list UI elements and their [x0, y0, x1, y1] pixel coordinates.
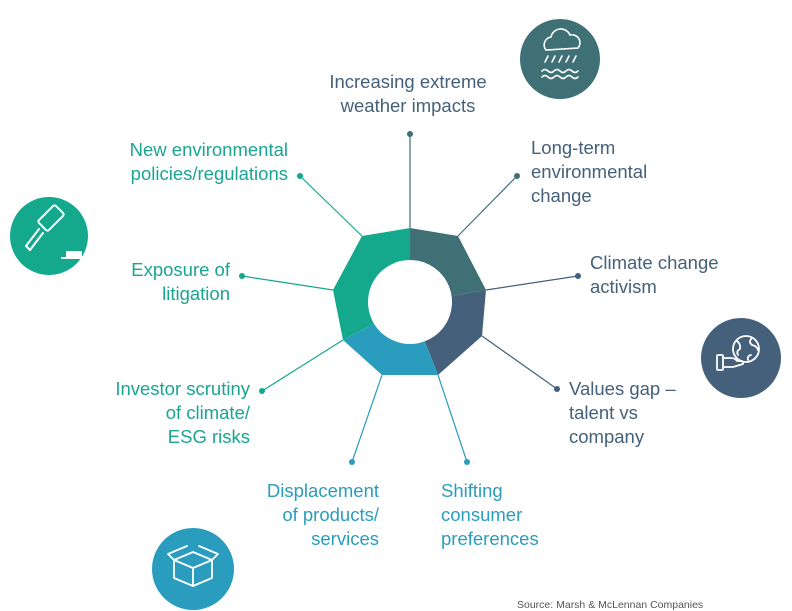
connector-activism	[485, 275, 579, 291]
dot-extreme-weather	[407, 131, 413, 137]
connector-litigation	[241, 275, 334, 291]
cloud-rain-waves-icon	[520, 19, 600, 99]
label-consumer: Shifting consumer preferences	[441, 480, 539, 549]
globe-in-hand-icon	[701, 318, 781, 398]
connector-displacement	[351, 374, 383, 463]
dot-investor	[259, 388, 265, 394]
source-note: Source: Marsh & McLennan Companies	[517, 599, 704, 611]
label-activism: Climate change activism	[590, 252, 719, 297]
dot-consumer	[464, 459, 470, 465]
label-displacement: Displacement of products/ services	[266, 480, 379, 549]
dot-policies	[297, 173, 303, 179]
open-box-icon	[152, 528, 234, 610]
label-investor: Investor scrutiny of climate/ ESG risks	[115, 378, 250, 447]
label-policies: New environmental policies/regulations	[129, 139, 288, 184]
connector-long-term	[457, 175, 518, 237]
label-values-gap: Values gap – talent vs company	[569, 378, 676, 447]
connector-values-gap	[481, 335, 558, 390]
label-long-term-env: Long-term environmental change	[531, 137, 648, 206]
label-litigation: Exposure of litigation	[131, 259, 230, 304]
connector-policies	[299, 175, 363, 237]
connector-consumer	[437, 374, 468, 463]
dot-displacement	[349, 459, 355, 465]
wheel	[333, 228, 486, 375]
wheel-hole	[368, 260, 452, 344]
dot-litigation	[239, 273, 245, 279]
dot-activism	[575, 273, 581, 279]
connector-investor	[261, 339, 344, 392]
dot-values-gap	[554, 386, 560, 392]
label-extreme-weather: Increasing extreme weather impacts	[329, 71, 487, 116]
dot-long-term	[514, 173, 520, 179]
gavel-icon	[10, 197, 88, 275]
connectors	[239, 131, 581, 465]
